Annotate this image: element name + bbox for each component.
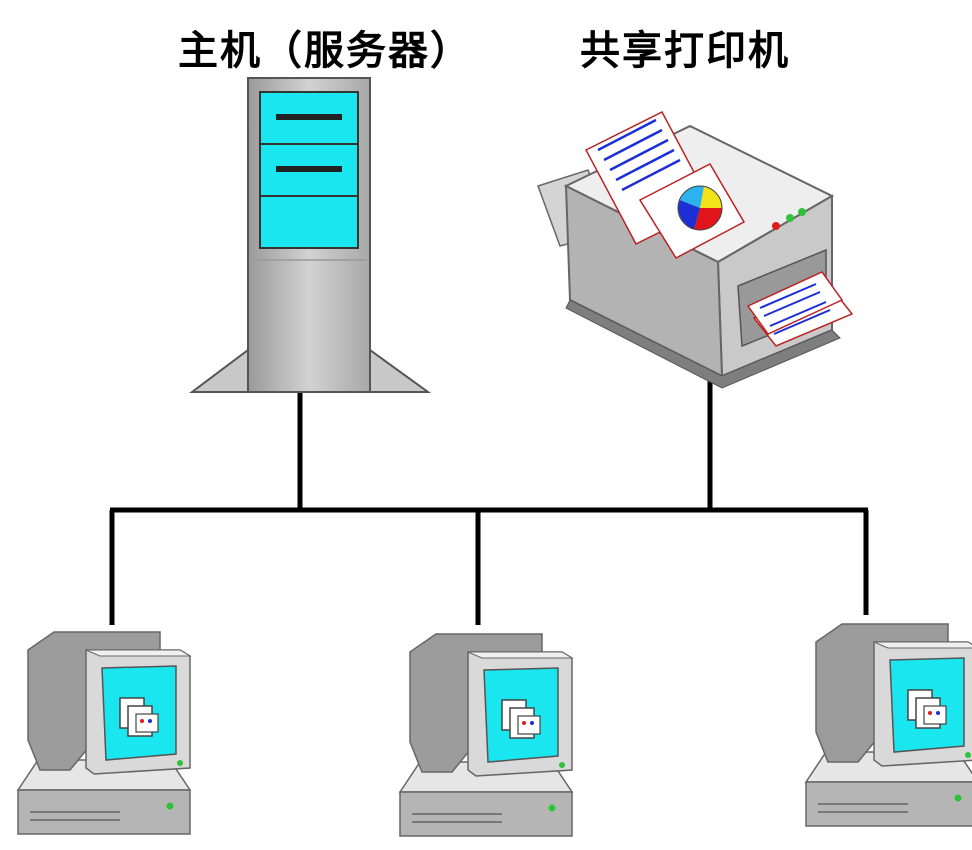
server-icon: [189, 77, 432, 393]
printer-label: 共享打印机: [580, 28, 790, 74]
printer-icon: [537, 111, 854, 389]
server-label: 主机（服务器）: [178, 28, 472, 74]
network-lines: [109, 380, 869, 625]
workstation-center-icon: [399, 633, 573, 837]
workstation-right-icon: [805, 623, 972, 827]
workstation-left-icon: [17, 631, 191, 835]
pie-chart-icon: [677, 185, 723, 231]
